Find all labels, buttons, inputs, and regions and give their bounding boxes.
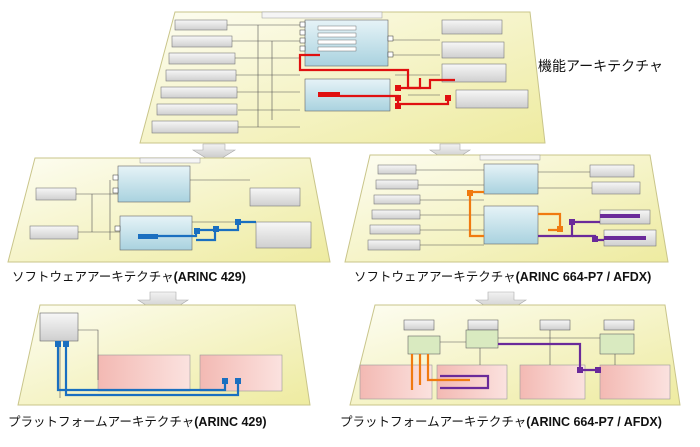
- label-software-architecture-429: ソフトウェアアーキテクチャ(ARINC 429): [12, 266, 246, 285]
- label-software-architecture-664: ソフトウェアアーキテクチャ(ARINC 664-P7 / AFDX): [354, 266, 651, 285]
- panel-software-429: [7, 157, 331, 263]
- arrow-func-to-sw429: [191, 143, 237, 164]
- label-platform-429-main: プラットフォームアーキテクチャ: [8, 414, 195, 429]
- pf664-platform-3: [519, 364, 586, 400]
- label-platform-429-sub: (ARINC 429): [194, 415, 267, 429]
- panel-platform-664: [349, 304, 681, 406]
- func-right-boxes: [441, 19, 529, 109]
- pf429-blue-links: [56, 343, 240, 397]
- label-platform-664-main: プラットフォームアーキテクチャ: [340, 414, 527, 429]
- pf429-lru-box: [39, 312, 79, 342]
- pf664-purple-links: [440, 342, 598, 390]
- panel-functional: [139, 11, 546, 144]
- panel-platform-429: [17, 304, 311, 406]
- pf664-platform-4: [599, 364, 671, 400]
- pf429-platform-left: [97, 354, 191, 392]
- label-platform-architecture-429: プラットフォームアーキテクチャ(ARINC 429): [8, 411, 267, 430]
- panel-software-664: [344, 154, 669, 263]
- label-platform-architecture-664: プラットフォームアーキテクチャ(ARINC 664-P7 / AFDX): [340, 411, 662, 430]
- label-software-429-main: ソフトウェアアーキテクチャ: [12, 269, 174, 284]
- pf664-orange-links: [410, 354, 470, 390]
- label-software-429-sub: (ARINC 429): [173, 270, 246, 284]
- pf664-platform-2: [436, 364, 508, 400]
- label-software-664-sub: (ARINC 664-P7 / AFDX): [515, 270, 652, 284]
- label-platform-664-sub: (ARINC 664-P7 / AFDX): [526, 415, 662, 429]
- func-left-boxes: [151, 19, 239, 134]
- label-software-664-main: ソフトウェアアーキテクチャ: [354, 269, 516, 284]
- pf429-platform-right: [199, 354, 283, 392]
- pf664-platform-1: [359, 364, 433, 400]
- label-functional-architecture: 機能アーキテクチャ: [538, 59, 664, 75]
- sw664-orange-links: [468, 190, 562, 238]
